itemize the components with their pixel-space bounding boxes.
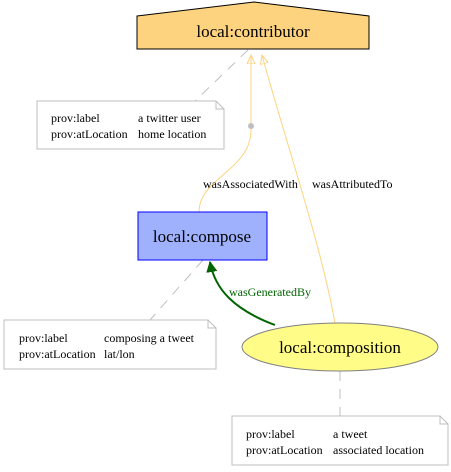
note-composition: prov:label a tweet prov:atLocation assoc… — [231, 415, 449, 466]
note-compose-key-2: prov:atLocation — [19, 347, 96, 361]
note-contributor-value-1: a twitter user — [138, 111, 201, 125]
edge-label-was-generated-by: wasGeneratedBy — [229, 285, 311, 299]
note-link-contributor — [194, 49, 249, 102]
edge-label-was-attributed-to: wasAttributedTo — [312, 177, 392, 191]
edge-was-associated-with — [198, 55, 251, 213]
composition-label: local:composition — [279, 338, 401, 357]
edge-label-was-associated-with: wasAssociatedWith — [203, 177, 298, 191]
note-compose-shape — [3, 319, 217, 370]
note-composition-key-2: prov:atLocation — [246, 443, 323, 457]
note-compose-value-1: composing a tweet — [104, 331, 195, 345]
association-junction-dot — [248, 123, 254, 129]
note-composition-shape — [231, 415, 449, 466]
contributor-shape — [136, 1, 370, 50]
note-contributor-key-1: prov:label — [51, 111, 100, 125]
note-composition-key-1: prov:label — [246, 427, 295, 441]
compose-shape — [137, 211, 268, 261]
note-contributor-value-2: home location — [138, 127, 206, 141]
note-compose-value-2: lat/lon — [104, 347, 135, 361]
note-composition-value-1: a tweet — [333, 427, 368, 441]
note-link-compose — [149, 259, 204, 321]
node-composition[interactable]: local:composition — [241, 322, 439, 372]
note-contributor-key-2: prov:atLocation — [51, 127, 128, 141]
note-contributor-shape — [36, 100, 225, 150]
composition-shape — [241, 322, 439, 372]
compose-label: local:compose — [153, 227, 251, 246]
note-compose-key-1: prov:label — [19, 331, 68, 345]
node-contributor[interactable]: local:contributor — [136, 1, 370, 50]
note-contributor: prov:label a twitter user prov:atLocatio… — [36, 100, 225, 150]
edge-was-generated-by — [210, 262, 276, 326]
node-compose[interactable]: local:compose — [137, 211, 268, 261]
note-composition-value-2: associated location — [333, 443, 424, 457]
contributor-label: local:contributor — [196, 22, 310, 41]
edge-was-attributed-to — [262, 55, 336, 324]
note-compose: prov:label composing a tweet prov:atLoca… — [3, 319, 217, 370]
